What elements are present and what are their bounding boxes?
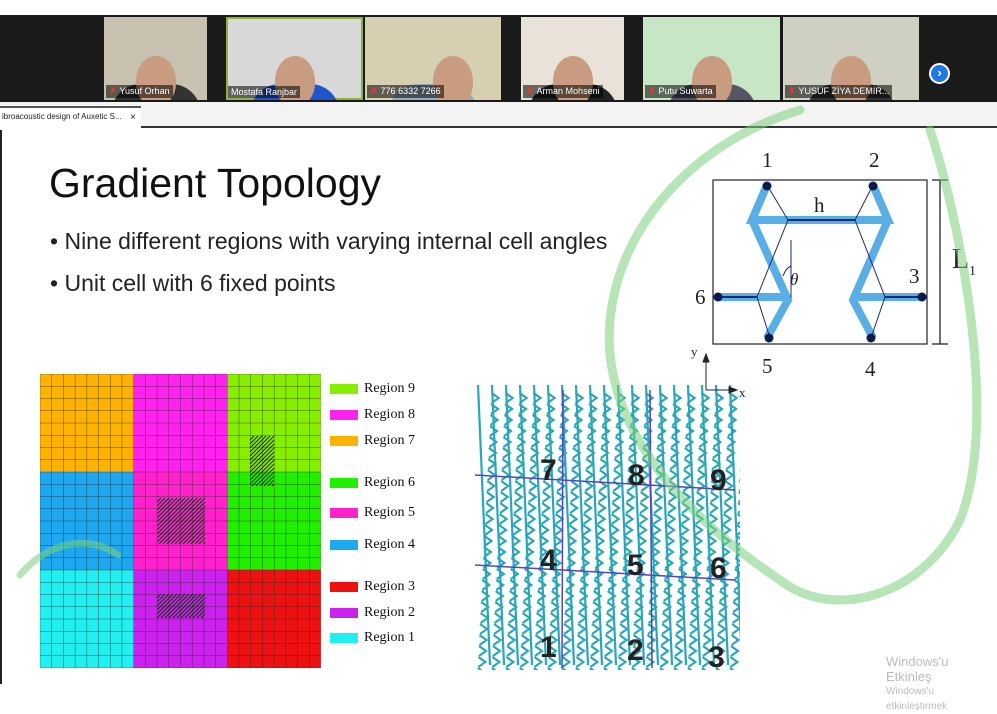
legend-swatch xyxy=(330,632,358,643)
legend-item: Region 1 xyxy=(330,630,415,646)
axis-y-label: y xyxy=(691,344,698,359)
legend-swatch xyxy=(330,409,358,420)
legend-swatch xyxy=(330,507,358,518)
region-grid-figure xyxy=(40,374,321,668)
bullet-2: • Unit cell with 6 fixed points xyxy=(50,270,336,296)
muted-mic-icon: ✗ xyxy=(788,86,796,96)
legend-item: Region 3 xyxy=(330,579,415,595)
legend-swatch xyxy=(330,435,358,446)
legend-item: Region 7 xyxy=(330,433,415,449)
bullet-text: Nine different regions with varying inte… xyxy=(64,228,608,254)
participant-name: Yusuf Orhan xyxy=(119,86,170,96)
participant-name: Putu Suwarta xyxy=(658,86,713,96)
muted-mic-icon: ✗ xyxy=(526,86,534,96)
legend-swatch xyxy=(330,581,358,592)
watermark-line-2: Windows'u etkinleştirmek xyxy=(886,686,948,712)
point-label-1: 1 xyxy=(762,148,773,172)
video-tile[interactable]: ✗Putu Suwarta xyxy=(643,17,780,100)
legend-swatch xyxy=(330,383,358,394)
video-tile[interactable]: ✗776 6332 7266 xyxy=(365,17,501,100)
watermark-line-1: Windows'u Etkinleş xyxy=(886,654,949,684)
axis-arrows xyxy=(702,352,739,394)
lattice-region-label: 4 xyxy=(540,544,557,577)
point-label-4: 4 xyxy=(865,357,876,381)
muted-mic-icon: ✗ xyxy=(109,86,117,96)
legend-label: Region 8 xyxy=(364,407,415,422)
theta-label: θ xyxy=(790,270,798,289)
lattice-region-label: 8 xyxy=(628,459,645,492)
legend-swatch xyxy=(330,607,358,618)
legend-label: Region 3 xyxy=(364,579,415,594)
legend-label: Region 2 xyxy=(364,605,415,620)
lattice-region-label: 6 xyxy=(710,552,727,585)
video-gallery-strip: ✗Yusuf Orhan Mostafa Ranjbar ✗776 6332 7… xyxy=(0,15,997,102)
video-tile[interactable]: ✗Arman Mohseni xyxy=(521,17,624,100)
lattice-figure: 7 8 9 4 5 6 1 2 3 xyxy=(474,385,740,670)
hatched-cell xyxy=(156,593,206,619)
mesh-lines xyxy=(40,374,321,668)
tab-bar: ibroacoustic design of Auxetic S... × xyxy=(0,102,997,128)
point-label-5: 5 xyxy=(762,354,773,378)
participant-name: Mostafa Ranjbar xyxy=(231,87,298,97)
lattice-struts xyxy=(476,385,740,670)
lattice-region-label: 7 xyxy=(540,454,557,487)
legend-item: Region 6 xyxy=(330,475,415,491)
point-label-6: 6 xyxy=(695,285,706,309)
point-label-2: 2 xyxy=(869,148,880,172)
legend-label: Region 5 xyxy=(364,505,415,520)
video-tile[interactable]: ✗YUSUF ZİYA DEMİR... xyxy=(783,17,919,100)
legend-item: Region 5 xyxy=(330,505,415,521)
hatched-cell xyxy=(156,497,206,545)
top-strip xyxy=(0,0,997,15)
chevron-right-icon: › xyxy=(937,65,942,80)
legend-label: Region 9 xyxy=(364,381,415,396)
next-page-button[interactable]: › xyxy=(929,63,950,84)
lattice-region-label: 2 xyxy=(627,634,644,667)
legend-item: Region 8 xyxy=(330,407,415,423)
legend-item: Region 2 xyxy=(330,605,415,621)
muted-mic-icon: ✗ xyxy=(648,86,656,96)
unit-cell-diagram: 1 2 3 4 5 6 h θ L 1 y x xyxy=(691,148,976,400)
video-tile-active-speaker[interactable]: Mostafa Ranjbar xyxy=(226,17,363,100)
slide-title: Gradient Topology xyxy=(49,160,382,206)
legend-swatch xyxy=(330,539,358,550)
lattice-region-label: 9 xyxy=(710,464,727,497)
close-tab-button[interactable]: × xyxy=(130,112,136,123)
bullet-text: Unit cell with 6 fixed points xyxy=(64,270,336,296)
legend-item: Region 4 xyxy=(330,537,415,553)
legend-label: Region 7 xyxy=(364,433,415,448)
legend-label: Region 6 xyxy=(364,475,415,490)
dimension-line xyxy=(932,179,948,345)
legend-label: Region 4 xyxy=(364,537,415,552)
legend-item: Region 9 xyxy=(330,381,415,397)
legend-label: Region 1 xyxy=(364,630,415,645)
legend-swatch xyxy=(330,477,358,488)
hatched-cell xyxy=(249,435,275,487)
axis-x-label: x xyxy=(739,385,746,400)
participant-name: YUSUF ZİYA DEMİR... xyxy=(798,86,890,96)
point-label-3: 3 xyxy=(909,264,920,288)
participant-name: 776 6332 7266 xyxy=(380,86,441,96)
lattice-region-label: 3 xyxy=(708,641,725,670)
muted-mic-icon: ✗ xyxy=(370,86,378,96)
L-label: L xyxy=(952,244,969,275)
lattice-region-label: 1 xyxy=(540,631,557,664)
bullet-1: • Nine different regions with varying in… xyxy=(50,228,608,254)
document-tab[interactable]: ibroacoustic design of Auxetic S... × xyxy=(0,106,141,128)
h-label: h xyxy=(814,193,825,217)
L-subscript: 1 xyxy=(969,264,976,279)
video-tile[interactable]: ✗Yusuf Orhan xyxy=(104,17,207,100)
participant-name: Arman Mohseni xyxy=(536,86,600,96)
lattice-region-label: 5 xyxy=(627,549,644,582)
tab-label: ibroacoustic design of Auxetic S... xyxy=(2,112,122,121)
